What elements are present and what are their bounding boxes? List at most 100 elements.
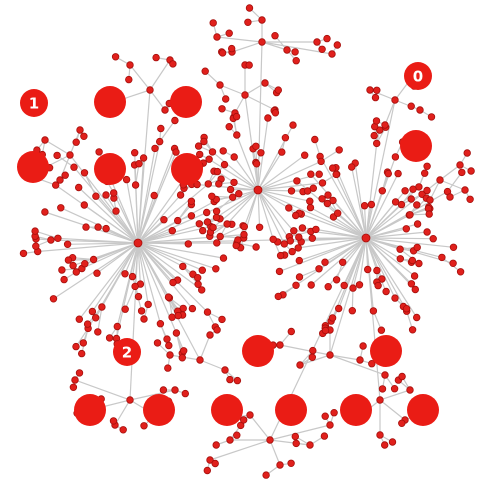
graph-node[interactable] <box>80 132 88 140</box>
graph-node[interactable] <box>269 235 277 243</box>
graph-node[interactable] <box>276 461 284 469</box>
graph-node[interactable] <box>368 360 376 368</box>
graph-node[interactable] <box>81 260 89 268</box>
graph-node[interactable] <box>409 185 417 193</box>
graph-node[interactable] <box>213 326 221 334</box>
graph-node[interactable] <box>188 304 197 313</box>
graph-node[interactable] <box>195 150 204 159</box>
large-node[interactable] <box>143 394 175 426</box>
graph-node[interactable] <box>382 287 390 296</box>
graph-node[interactable] <box>172 148 180 156</box>
graph-node[interactable] <box>58 266 66 274</box>
graph-node[interactable] <box>290 227 298 235</box>
graph-node[interactable] <box>378 385 387 393</box>
graph-node[interactable] <box>160 215 168 224</box>
graph-node[interactable] <box>281 133 290 142</box>
graph-node[interactable] <box>164 293 173 301</box>
graph-node[interactable] <box>196 356 204 364</box>
graph-node[interactable] <box>163 335 171 343</box>
graph-node[interactable] <box>456 161 464 169</box>
graph-node[interactable] <box>219 147 227 155</box>
graph-node[interactable] <box>456 268 465 276</box>
graph-node[interactable] <box>93 269 101 277</box>
graph-node[interactable] <box>57 204 65 212</box>
graph-node[interactable] <box>80 169 89 177</box>
graph-node[interactable] <box>212 265 220 273</box>
graph-node[interactable] <box>137 307 146 315</box>
graph-node[interactable] <box>83 320 92 328</box>
graph-node[interactable] <box>220 160 229 169</box>
graph-node[interactable] <box>391 198 400 206</box>
graph-node[interactable] <box>152 53 160 62</box>
graph-node[interactable] <box>261 79 269 87</box>
large-node[interactable] <box>171 153 203 185</box>
graph-node[interactable] <box>262 471 270 479</box>
graph-node[interactable] <box>335 304 343 313</box>
graph-node[interactable] <box>215 180 223 188</box>
graph-node[interactable] <box>287 459 295 467</box>
graph-node[interactable] <box>171 116 179 125</box>
graph-node[interactable] <box>165 341 173 350</box>
graph-node[interactable] <box>228 193 237 201</box>
graph-node[interactable] <box>72 342 80 351</box>
graph-node[interactable] <box>212 207 221 215</box>
graph-node[interactable] <box>241 91 249 99</box>
graph-node[interactable] <box>292 281 300 289</box>
graph-node[interactable] <box>245 4 254 12</box>
graph-node[interactable] <box>181 389 189 398</box>
graph-node[interactable] <box>121 270 129 278</box>
graph-node[interactable] <box>413 220 422 228</box>
graph-node[interactable] <box>289 121 297 129</box>
graph-node[interactable] <box>98 303 106 311</box>
graph-node[interactable] <box>208 148 217 156</box>
graph-node[interactable] <box>54 234 62 242</box>
graph-node[interactable] <box>219 254 228 262</box>
graph-node[interactable] <box>252 160 261 168</box>
graph-node[interactable] <box>402 305 411 313</box>
graph-node[interactable] <box>330 409 338 417</box>
graph-node[interactable] <box>211 459 219 468</box>
graph-node[interactable] <box>292 57 300 65</box>
large-node[interactable] <box>370 335 402 367</box>
badge-2[interactable]: 2 <box>113 338 141 366</box>
graph-node[interactable] <box>71 376 79 384</box>
graph-node[interactable] <box>312 225 320 234</box>
graph-node[interactable] <box>146 86 154 94</box>
graph-node[interactable] <box>321 258 329 266</box>
graph-node[interactable] <box>292 439 300 448</box>
graph-node[interactable] <box>88 307 97 316</box>
graph-node[interactable] <box>161 106 169 114</box>
graph-node[interactable] <box>366 86 374 94</box>
graph-node[interactable] <box>271 32 279 40</box>
graph-node[interactable] <box>233 376 242 385</box>
graph-node[interactable] <box>308 353 316 361</box>
graph-node[interactable] <box>328 50 336 58</box>
graph-node[interactable] <box>283 46 291 54</box>
graph-node[interactable] <box>313 38 321 46</box>
graph-node[interactable] <box>329 164 337 172</box>
graph-node[interactable] <box>198 226 207 235</box>
graph-node[interactable] <box>164 364 172 372</box>
graph-node[interactable] <box>401 187 409 195</box>
graph-node[interactable] <box>61 171 69 179</box>
graph-node[interactable] <box>415 259 423 268</box>
graph-node[interactable] <box>255 223 264 231</box>
graph-node[interactable] <box>140 422 148 430</box>
graph-node[interactable] <box>318 45 326 53</box>
graph-node[interactable] <box>374 281 382 290</box>
large-node[interactable] <box>94 153 126 185</box>
graph-node[interactable] <box>436 176 444 184</box>
graph-node[interactable] <box>390 385 399 393</box>
graph-node[interactable] <box>76 126 84 134</box>
graph-node[interactable] <box>111 53 120 61</box>
graph-node[interactable] <box>176 191 185 199</box>
large-node[interactable] <box>242 335 274 367</box>
graph-node[interactable] <box>373 86 381 94</box>
graph-node[interactable] <box>287 327 295 336</box>
graph-node[interactable] <box>19 249 28 258</box>
graph-node[interactable] <box>195 220 203 228</box>
graph-node[interactable] <box>233 131 241 139</box>
graph-node[interactable] <box>75 315 83 323</box>
graph-node[interactable] <box>285 204 293 212</box>
graph-node[interactable] <box>291 432 299 441</box>
